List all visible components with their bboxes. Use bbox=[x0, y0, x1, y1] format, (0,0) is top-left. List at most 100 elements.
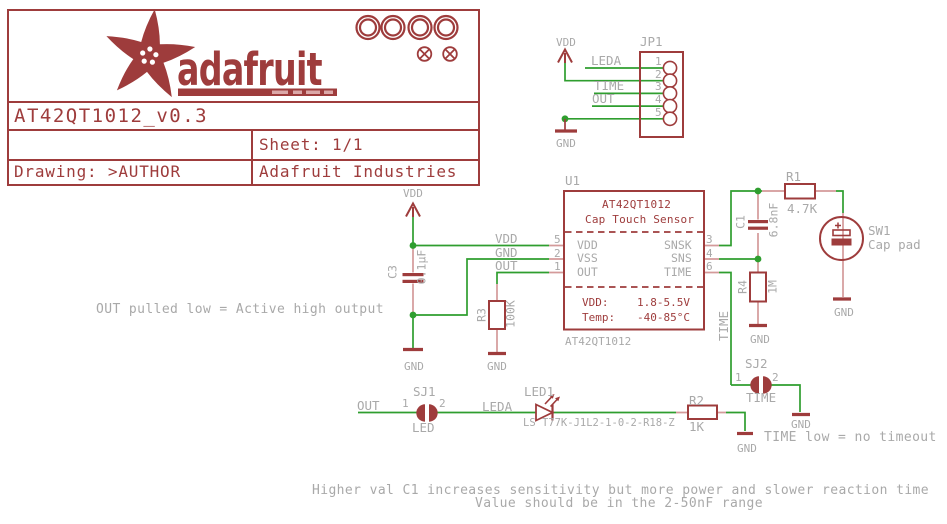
jp1-connector-symbol bbox=[639, 51, 684, 138]
u1-ic-symbol bbox=[563, 190, 705, 331]
resistor-r4 bbox=[749, 271, 767, 303]
u1-spec-vdd-val: 1.8-5.5V bbox=[637, 296, 690, 309]
sj2-pin-2: 2 bbox=[772, 371, 779, 384]
r4-refdes: R4 bbox=[735, 280, 750, 294]
gnd-symbols bbox=[403, 119, 851, 436]
sj2-pin-1: 1 bbox=[735, 371, 742, 384]
capacitor-c3 bbox=[402, 273, 424, 283]
u1-spec-temp-val: -40-85°C bbox=[637, 311, 690, 324]
capacitor-c1 bbox=[748, 220, 768, 230]
net-label-time: TIME bbox=[594, 78, 625, 93]
sj1-jumper-symbol bbox=[416, 404, 438, 422]
resistor-bodies bbox=[488, 183, 816, 420]
vdd-symbol-jp1 bbox=[557, 47, 573, 63]
note-out-behavior: OUT pulled low = Active high output bbox=[96, 302, 384, 317]
u1-pin-name-vdd: VDD bbox=[577, 237, 598, 252]
c1-value: 6.8nF bbox=[766, 202, 781, 238]
net-label-time-vertical: TIME bbox=[715, 310, 731, 342]
resistor-r3 bbox=[488, 300, 506, 330]
gnd-label: GND bbox=[834, 306, 854, 319]
drawing-author: Drawing: >AUTHOR bbox=[14, 162, 181, 181]
r1-value: 4.7K bbox=[787, 201, 818, 216]
company-name: Adafruit Industries bbox=[259, 162, 458, 181]
u1-pin-name-time: TIME bbox=[664, 264, 692, 279]
u1-pin-num-1: 1 bbox=[554, 260, 561, 273]
net-label-out-u1: OUT bbox=[495, 258, 518, 273]
u1-title: AT42QT1012 bbox=[602, 198, 672, 211]
u1-pin-num-4: 4 bbox=[706, 246, 713, 260]
jp1-pin-1: 1 bbox=[655, 55, 662, 68]
net-wires bbox=[358, 63, 844, 431]
u1-pin-num-5: 5 bbox=[554, 233, 561, 246]
u1-pin-name-vss: VSS bbox=[577, 251, 598, 265]
r3-value: 100K bbox=[503, 300, 518, 328]
junction-dots bbox=[409, 115, 762, 319]
r2-value: 1K bbox=[689, 419, 705, 434]
net-label-leda: LEDA bbox=[591, 53, 622, 68]
vdd-symbol-c3 bbox=[405, 201, 421, 217]
u1-pin-name-sns: SNS bbox=[671, 251, 692, 265]
sw1-value: Cap pad bbox=[868, 237, 921, 252]
jp1-pin-3: 3 bbox=[655, 80, 662, 94]
u1-spec-temp-key: Temp: bbox=[582, 311, 616, 324]
r4-value: 1M bbox=[765, 280, 780, 294]
led1-symbol bbox=[535, 394, 560, 422]
doc-title: AT42QT1012_v0.3 bbox=[14, 105, 209, 127]
sj2-refdes: SJ2 bbox=[745, 356, 768, 371]
jp1-pin-5: 5 bbox=[655, 105, 662, 119]
u1-pin-name-snsk: SNSK bbox=[664, 237, 692, 252]
sw1-cap-pad-symbol bbox=[819, 216, 864, 261]
sj2-value: TIME bbox=[746, 390, 777, 405]
note-c1-line1: Higher val C1 increases sensitivity but … bbox=[312, 483, 929, 498]
u1-subtitle: Cap Touch Sensor bbox=[585, 212, 695, 226]
net-label-out-sj1: OUT bbox=[357, 398, 380, 413]
gnd-label: GND bbox=[750, 333, 770, 346]
jp1-refdes: JP1 bbox=[640, 34, 663, 49]
sj1-pin-1: 1 bbox=[402, 397, 409, 410]
gnd-label: GND bbox=[404, 360, 424, 373]
sj2-jumper-symbol bbox=[750, 376, 772, 394]
net-label-vdd-u1: VDD bbox=[495, 231, 518, 246]
gnd-label: GND bbox=[791, 418, 811, 431]
gnd-label: GND bbox=[556, 137, 576, 150]
adafruit-logo-underline bbox=[178, 88, 337, 96]
r1-refdes: R1 bbox=[786, 169, 802, 184]
r2-refdes: R2 bbox=[689, 393, 705, 408]
net-label-gnd-u1: GND bbox=[495, 244, 518, 260]
u1-pin-name-out: OUT bbox=[577, 264, 598, 279]
gnd-label: GND bbox=[487, 360, 507, 373]
fiducial-marks bbox=[355, 14, 459, 62]
sj1-refdes: SJ1 bbox=[413, 384, 436, 399]
u1-pin-num-3: 3 bbox=[706, 233, 713, 246]
title-block-frame bbox=[7, 9, 480, 186]
led1-value: LS T77K-J1L2-1-0-2-R18-Z bbox=[523, 417, 675, 429]
led1-refdes: LED1 bbox=[524, 384, 555, 399]
sw1-refdes: SW1 bbox=[868, 223, 891, 238]
jp1-pin-4: 4 bbox=[655, 93, 662, 107]
resistor-r2 bbox=[687, 404, 718, 420]
sj1-value: LED bbox=[412, 420, 435, 435]
u1-value: AT42QT1012 bbox=[565, 335, 632, 348]
gnd-label: GND bbox=[737, 442, 757, 455]
sj1-pin-2: 2 bbox=[439, 397, 446, 410]
adafruit-logo-flower bbox=[106, 9, 196, 98]
u1-pin-num-2: 2 bbox=[554, 246, 561, 260]
u1-refdes: U1 bbox=[565, 173, 581, 188]
u1-spec-vdd-key: VDD: bbox=[582, 296, 609, 309]
note-c1-line2: Value should be in the 2-50nF range bbox=[475, 496, 763, 511]
u1-pin-num-6: 6 bbox=[706, 260, 713, 273]
jp1-pin-2: 2 bbox=[655, 67, 662, 81]
resistor-r1 bbox=[784, 183, 816, 200]
r3-refdes: R3 bbox=[474, 308, 489, 322]
net-label-out: OUT bbox=[592, 91, 615, 106]
sheet-number: Sheet: 1/1 bbox=[259, 135, 364, 154]
c3-refdes: C3 bbox=[385, 265, 400, 279]
vdd-label-jp1: VDD bbox=[556, 36, 576, 49]
net-label-leda-led1: LEDA bbox=[482, 399, 513, 414]
vdd-label-c3: VDD bbox=[403, 187, 423, 200]
mounting-hole-icon bbox=[416, 46, 458, 62]
note-time-behavior: TIME low = no timeout bbox=[764, 430, 937, 445]
c1-refdes: C1 bbox=[733, 215, 748, 229]
